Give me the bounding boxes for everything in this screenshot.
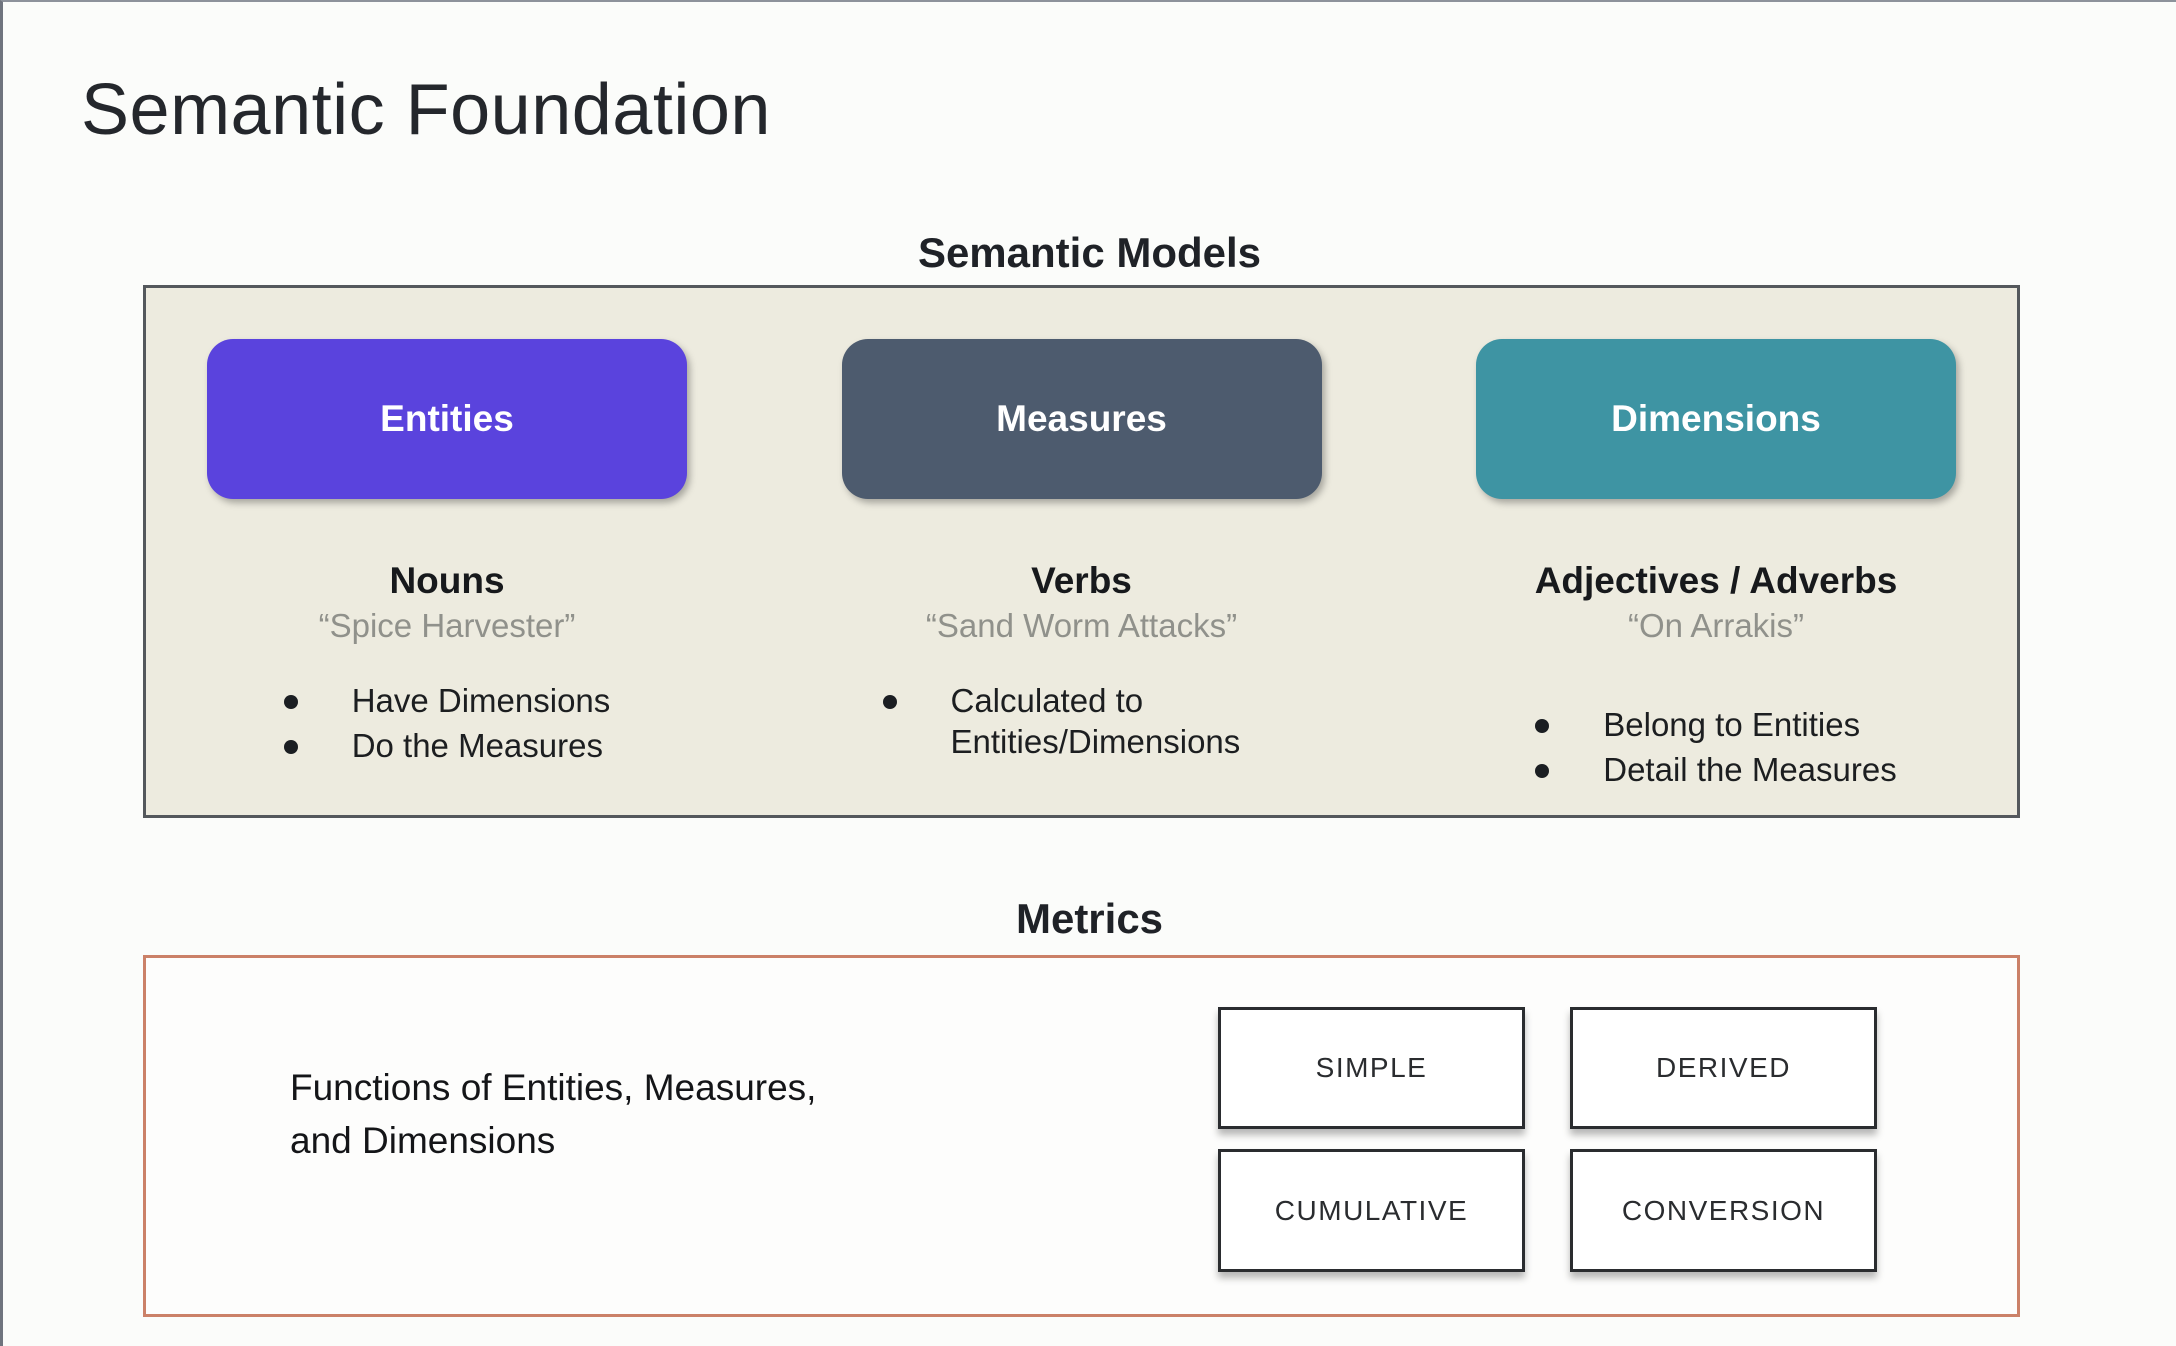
semantic-models-panel: Entities Nouns “Spice Harvester” Have Di… [143,285,2020,818]
bullet-icon [283,694,298,709]
dimensions-heading: Adjectives / Adverbs [1534,560,1898,601]
measures-column: Measures Verbs “Sand Worm Attacks” Calcu… [838,339,1326,815]
entities-column: Entities Nouns “Spice Harvester” Have Di… [203,339,691,815]
bullet-label: Calculated to Entities/Dimensions [950,681,1241,761]
list-item: Have Dimensions [283,680,611,721]
list-item: Do the Measures [283,725,611,766]
entities-quote: “Spice Harvester” [318,607,576,645]
bullet-label: Do the Measures [351,727,603,765]
dimensions-bullet-list: Belong to Entities Detail the Measures [1535,704,1897,791]
measures-bullet-list: Calculated to Entities/Dimensions [882,680,1281,763]
entities-heading: Nouns [389,560,505,601]
list-item: Calculated to Entities/Dimensions [882,680,1281,763]
dimensions-pill: Dimensions [1476,339,1956,499]
metrics-description: Functions of Entities, Measures, and Dim… [290,1067,817,1161]
dimensions-quote: “On Arrakis” [1627,607,1805,645]
measures-quote: “Sand Worm Attacks” [925,607,1238,645]
measures-pill: Measures [841,339,1322,499]
metric-type-cumulative: CUMULATIVE [1218,1149,1525,1272]
metric-types-grid: SIMPLE DERIVED CUMULATIVE CONVERSION [1218,1007,1877,1272]
metric-type-simple: SIMPLE [1218,1007,1525,1129]
bullet-icon [1535,718,1550,733]
bullet-icon [283,740,298,755]
dimensions-column: Dimensions Adjectives / Adverbs “On Arra… [1472,339,1960,815]
list-item: Detail the Measures [1535,749,1897,790]
bullet-label: Detail the Measures [1603,751,1897,789]
metrics-panel: Functions of Entities, Measures, and Dim… [143,955,2020,1317]
page-title: Semantic Foundation [81,70,771,150]
measures-heading: Verbs [1031,560,1132,601]
metrics-label: Metrics [1015,895,1164,942]
bullet-label: Belong to Entities [1603,705,1861,743]
metric-type-derived: DERIVED [1570,1007,1877,1129]
list-item: Belong to Entities [1535,704,1896,745]
bullet-label: Have Dimensions [351,681,611,719]
bullet-icon [1535,764,1550,779]
semantic-models-label: Semantic Models [917,229,1262,276]
entities-pill: Entities [207,339,687,499]
metric-type-conversion: CONVERSION [1570,1149,1877,1272]
entities-bullet-list: Have Dimensions Do the Measures [283,680,611,767]
bullet-icon [882,694,897,709]
